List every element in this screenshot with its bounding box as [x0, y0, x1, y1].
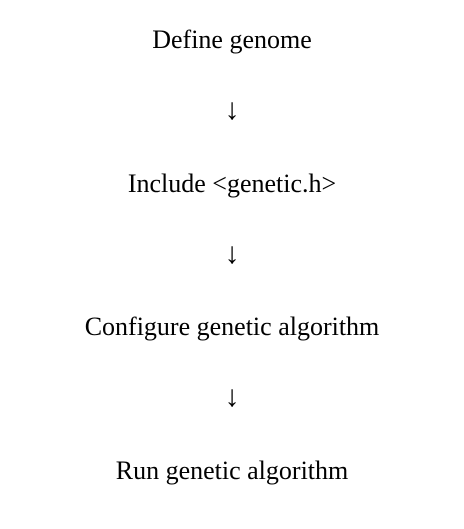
step-define-genome: Define genome: [152, 25, 312, 54]
down-arrow-icon: ↓: [224, 93, 240, 126]
down-arrow-icon: ↓: [224, 380, 240, 413]
down-arrow-icon: ↓: [224, 237, 240, 270]
step-include-header: Include <genetic.h>: [127, 169, 337, 198]
step-run-algorithm: Run genetic algorithm: [115, 456, 349, 485]
step-configure-algorithm: Configure genetic algorithm: [84, 312, 380, 341]
